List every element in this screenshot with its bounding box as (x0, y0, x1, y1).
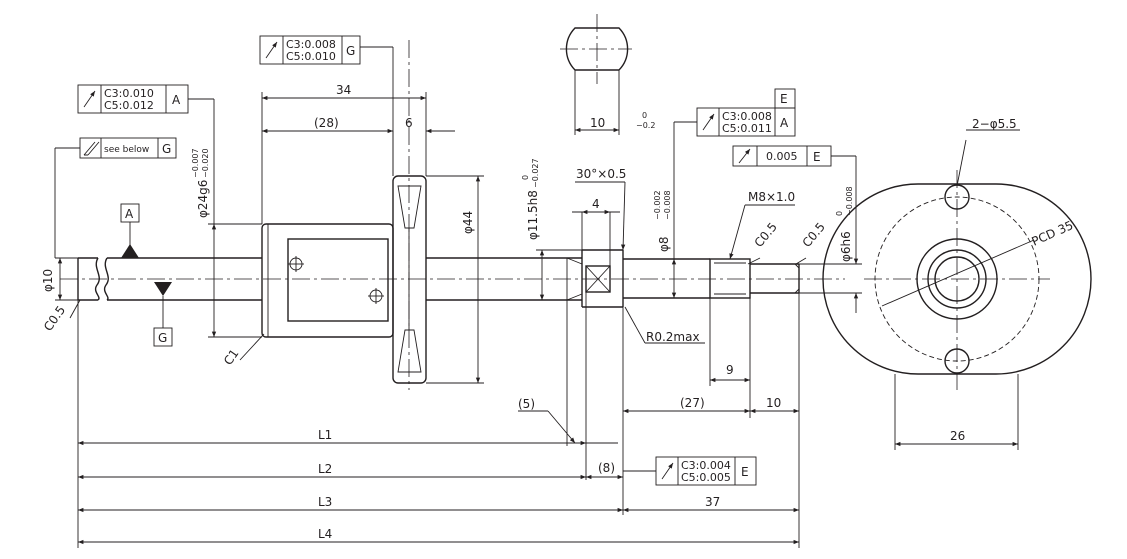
section-view-top (560, 14, 632, 135)
dim-L3: L3 (318, 495, 332, 509)
note-c05-left: C0.5 (41, 303, 68, 334)
dim-9: 9 (726, 363, 734, 377)
tol-bottom-c5: C5:0.005 (681, 471, 731, 484)
dim-L1: L1 (318, 428, 332, 442)
dim-28: (28) (314, 116, 339, 130)
end-view (822, 129, 1092, 450)
tolerance-frame-top (259, 35, 394, 176)
flange (392, 40, 427, 390)
note-c05-a: C0.5 (752, 220, 780, 250)
dim-34: 34 (336, 83, 351, 97)
dim-4: 4 (592, 197, 600, 211)
dim-10-right: 10 (766, 396, 781, 410)
tol-phi11-lower: −0.027 (531, 158, 540, 188)
tol-top-c5: C5:0.010 (286, 50, 336, 63)
dim-phi44: φ44 (461, 211, 475, 234)
dim-phi6: φ6h6 (839, 231, 853, 262)
tol-phi8-lower: −0.008 (663, 190, 672, 220)
tol-bottom-c3: C3:0.004 (681, 459, 731, 472)
tolerance-frame-a (77, 84, 215, 224)
tol-e2-datum: E (813, 150, 821, 164)
tol-phi24-upper: −0.007 (191, 148, 200, 178)
dim-phi10: φ10 (41, 269, 55, 292)
tol-phi6-upper: 0 (835, 211, 844, 216)
dim-27: (27) (680, 396, 705, 410)
tol-phi6-lower: −0.008 (845, 186, 854, 216)
dim-phi8: φ8 (657, 236, 671, 252)
note-c1: C1 (221, 347, 242, 368)
tol-a-datum: A (172, 93, 181, 107)
datum-a-label: A (125, 207, 134, 221)
dim-L2: L2 (318, 462, 332, 476)
tol-phi8-upper: −0.002 (653, 190, 662, 220)
note-thread: M8×1.0 (748, 190, 795, 204)
tol-bottom-datum: E (741, 465, 749, 479)
tol-e1-c5: C5:0.011 (722, 122, 772, 135)
horizontal-dimensions (77, 92, 800, 548)
tol-top-datum: G (346, 44, 355, 58)
tol-e2-value: 0.005 (766, 150, 798, 163)
tol-a-c5: C5:0.012 (104, 99, 154, 112)
dim-phi24: φ24g6 (196, 180, 210, 218)
tol-e1-datum: A (780, 116, 789, 130)
tolerance-frame-bottom (623, 456, 757, 486)
dim-8: (8) (598, 461, 615, 475)
holes-note: 2−φ5.5 (972, 117, 1017, 131)
tol-phi11-upper: 0 (521, 175, 530, 180)
dim-37: 37 (705, 495, 720, 509)
dim-5: (5) (518, 397, 535, 411)
datum-a (120, 203, 140, 258)
tol-top-c3: C3:0.008 (286, 38, 336, 51)
dim-L4: L4 (318, 527, 332, 541)
tol-e1-datum-top: E (780, 92, 788, 106)
tol-e1-c3: C3:0.008 (722, 110, 772, 123)
tol-10-lower: −0.2 (636, 121, 655, 130)
tolerance-frame-e2 (732, 145, 857, 244)
tol-a-c3: C3:0.010 (104, 87, 154, 100)
vertical-dimensions (55, 175, 862, 384)
tolerance-frame-e1 (673, 88, 796, 259)
note-c05-b: C0.5 (800, 220, 828, 250)
dim-6: 6 (405, 116, 413, 130)
tolerance-frame-see-below (54, 137, 177, 258)
tol-below-datum: G (162, 142, 171, 156)
dim-10-top: 10 (590, 116, 605, 130)
dim-phi11: φ11.5h8 (526, 190, 540, 240)
tol-phi24-lower: −0.020 (201, 148, 210, 178)
datum-g (153, 282, 173, 347)
dim-26: 26 (950, 429, 965, 443)
pcd-note: PCD 35 (1030, 218, 1076, 249)
ball-nut (261, 223, 394, 338)
tol-below-text: see below (104, 145, 149, 155)
tol-10-upper: 0 (642, 111, 647, 120)
datum-g-label: G (158, 331, 167, 345)
note-r02: R0.2max (646, 330, 700, 344)
leaders (69, 181, 807, 361)
note-chamfer-30: 30°×0.5 (576, 167, 626, 181)
